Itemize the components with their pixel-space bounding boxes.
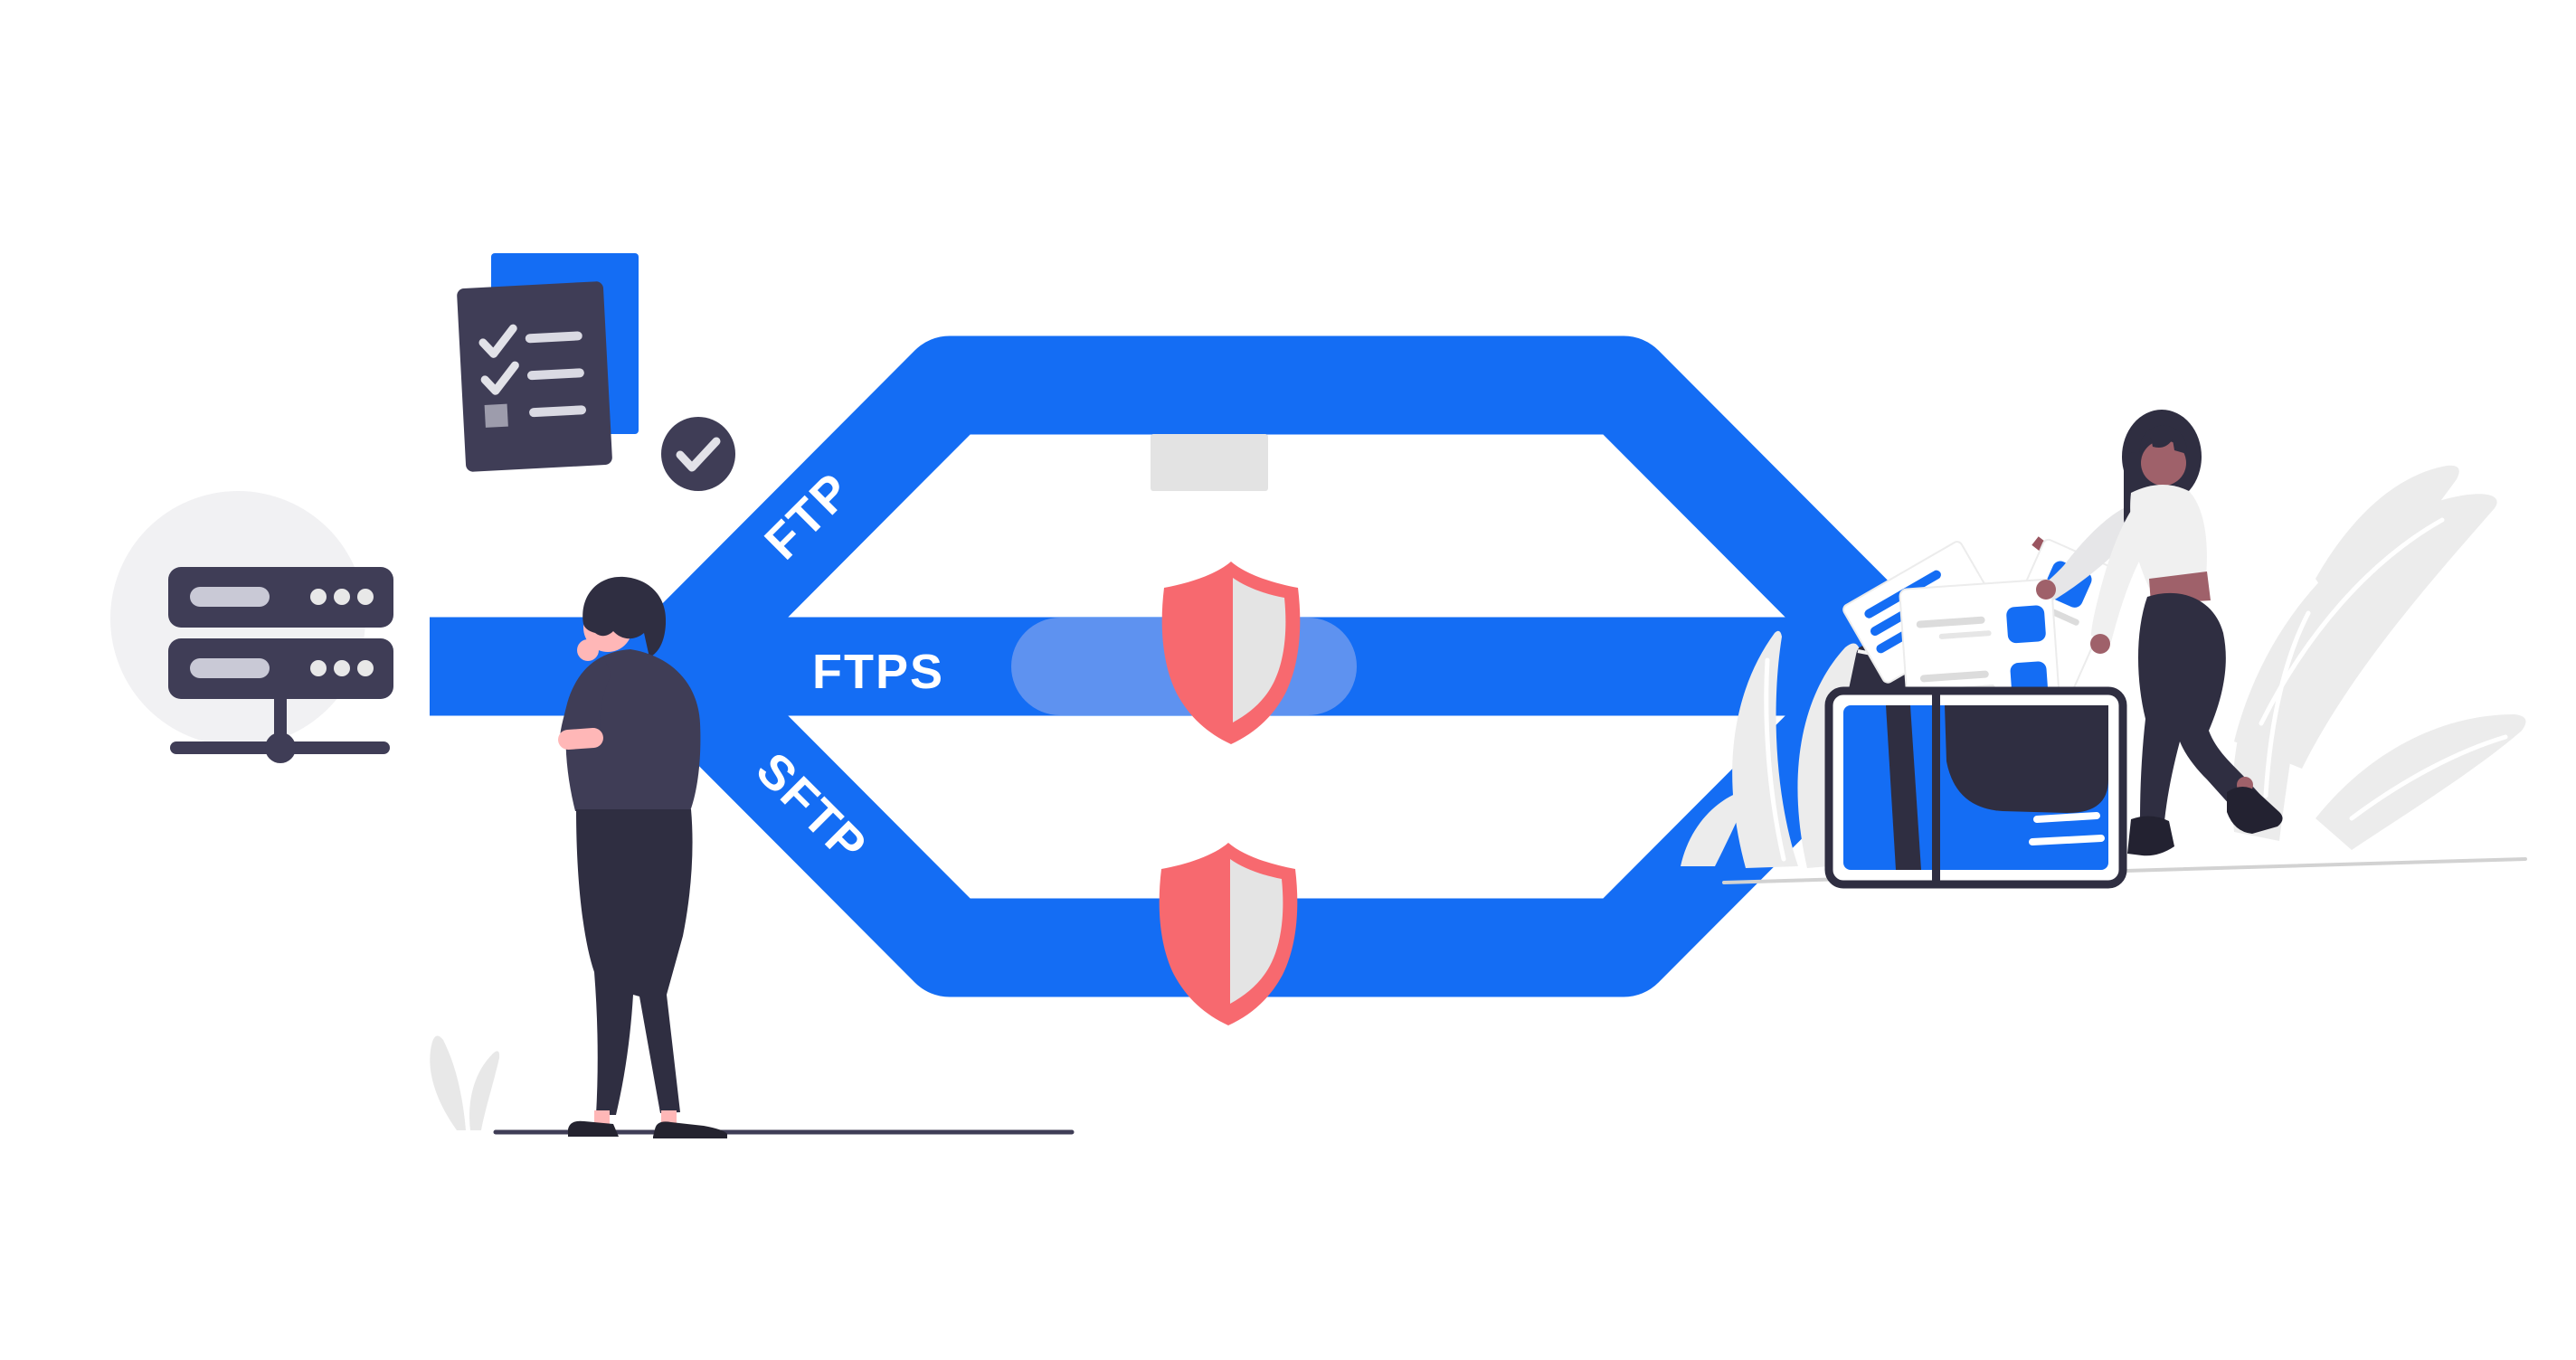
verified-check-icon bbox=[661, 417, 735, 491]
man-shoe bbox=[653, 1121, 727, 1138]
man-hair bbox=[582, 576, 667, 657]
woman-hand bbox=[2036, 580, 2056, 600]
man-arm bbox=[560, 658, 611, 745]
checklist-icon bbox=[457, 253, 639, 472]
woman-face bbox=[2141, 440, 2186, 486]
plant-decoration bbox=[2232, 465, 2526, 850]
woman-legs bbox=[2138, 592, 2261, 821]
woman-boot bbox=[2127, 816, 2174, 856]
woman-top bbox=[2130, 484, 2207, 588]
woman-boot bbox=[2227, 787, 2283, 834]
ftp-path bbox=[634, 335, 1939, 702]
man-forearm bbox=[558, 728, 603, 750]
path-label-ftps: FTPS bbox=[812, 645, 944, 699]
plant-decoration bbox=[469, 1051, 500, 1130]
man-hand bbox=[577, 639, 599, 661]
shield-icon bbox=[1159, 843, 1298, 1025]
check-mark-icon bbox=[480, 361, 519, 395]
thinking-man-illustration bbox=[430, 576, 1075, 1138]
archive-box-icon bbox=[1824, 686, 2127, 889]
woman-hand bbox=[2090, 634, 2110, 654]
shield-icon bbox=[1161, 562, 1301, 744]
server-rack-top bbox=[168, 567, 393, 628]
woman-back-arm bbox=[2041, 506, 2129, 600]
top-band-tab bbox=[1151, 434, 1268, 491]
woman-front-arm bbox=[2091, 503, 2142, 642]
server-icon bbox=[110, 491, 393, 763]
box-pocket bbox=[1945, 705, 2108, 814]
walking-woman-illustration bbox=[2036, 410, 2283, 856]
man-pants bbox=[576, 809, 693, 1115]
checkbox-icon bbox=[484, 403, 508, 428]
server-rack-bottom bbox=[168, 638, 393, 699]
plant-decoration bbox=[430, 1035, 466, 1130]
archive-scene bbox=[1681, 410, 2527, 889]
check-mark-icon bbox=[478, 324, 517, 358]
man-shoe bbox=[568, 1120, 619, 1137]
